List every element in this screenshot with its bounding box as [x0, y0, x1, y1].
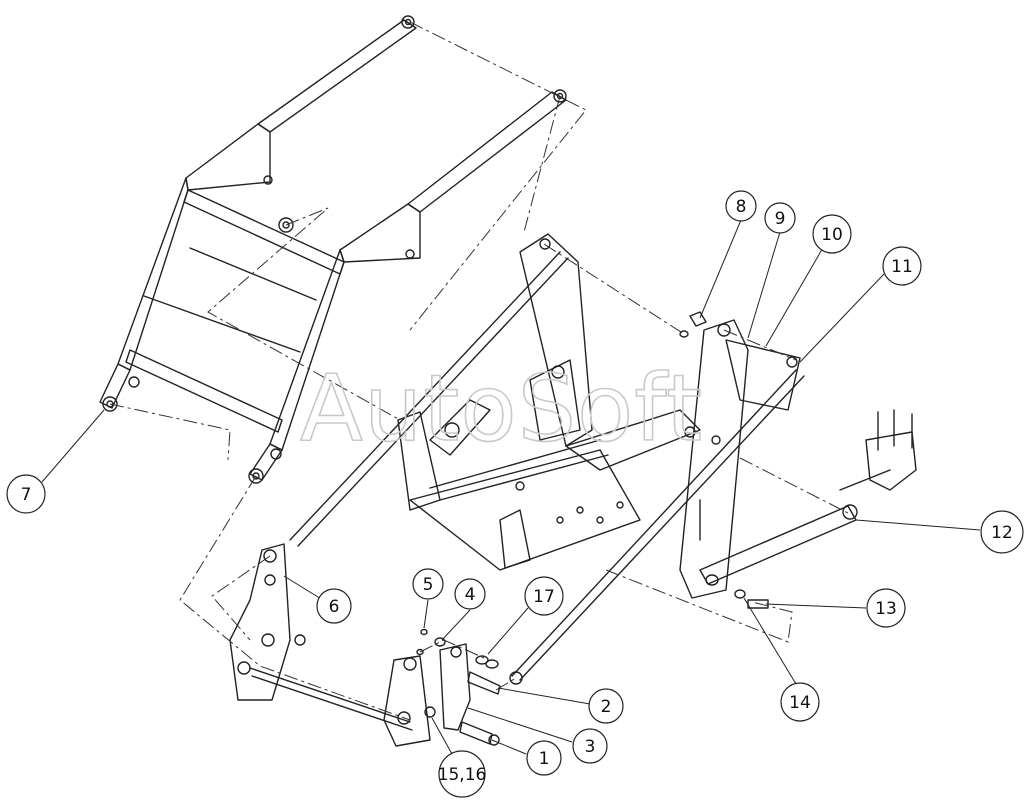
callout-12: 12: [980, 510, 1024, 554]
callout-2: 2: [588, 688, 624, 724]
callout-10: 10: [812, 214, 852, 254]
svg-text:5: 5: [423, 575, 434, 595]
callout-11: 11: [882, 246, 922, 286]
callout-13: 13: [866, 588, 906, 628]
cylinder-rod-left: [289, 251, 569, 547]
svg-text:7: 7: [21, 485, 32, 505]
svg-text:13: 13: [875, 599, 897, 619]
svg-text:3: 3: [585, 737, 596, 757]
link-rod-11: [509, 369, 805, 685]
link-plate-3-4: [383, 643, 471, 747]
bushing-17: [475, 655, 499, 669]
svg-text:10: 10: [821, 225, 843, 245]
svg-text:9: 9: [775, 209, 786, 229]
svg-text:11: 11: [891, 257, 913, 277]
loader-boom-frame: [99, 15, 567, 484]
callout-1: 1: [526, 740, 562, 776]
watermark: AutoSoft: [300, 355, 703, 462]
hydraulic-cylinder-12: [699, 409, 917, 585]
callout-14: 14: [780, 682, 820, 722]
callouts: 1 2 3 4 5 6 7 8 9 10 11 12 13 14 15,16 1…: [6, 190, 1024, 798]
svg-text:17: 17: [533, 587, 555, 607]
svg-text:4: 4: [465, 585, 476, 605]
callout-6: 6: [316, 588, 352, 624]
callout-17: 17: [524, 576, 564, 616]
washer-4: [434, 637, 446, 647]
side-mount-plate: [679, 319, 801, 599]
callout-15-16: 15,16: [438, 750, 487, 798]
link-plate-6: [229, 543, 413, 731]
callout-7: 7: [6, 474, 46, 514]
svg-text:15,16: 15,16: [438, 765, 487, 785]
svg-text:1: 1: [539, 749, 550, 769]
svg-text:12: 12: [991, 523, 1013, 543]
washer-14: [705, 574, 746, 599]
svg-text:14: 14: [789, 693, 811, 713]
pin-1: [459, 721, 500, 746]
svg-text:2: 2: [601, 697, 612, 717]
callout-4: 4: [454, 578, 486, 610]
callout-9: 9: [764, 202, 796, 234]
svg-text:8: 8: [736, 197, 747, 217]
svg-text:6: 6: [329, 597, 340, 617]
mounting-bracket-frame: [397, 233, 701, 571]
callout-3: 3: [572, 728, 608, 764]
assembly-centerlines: [109, 21, 851, 721]
pin-2: [467, 671, 501, 695]
callout-8: 8: [725, 190, 757, 222]
nut-8: [679, 311, 707, 338]
ring-5: [416, 628, 428, 656]
callout-5: 5: [412, 568, 444, 600]
